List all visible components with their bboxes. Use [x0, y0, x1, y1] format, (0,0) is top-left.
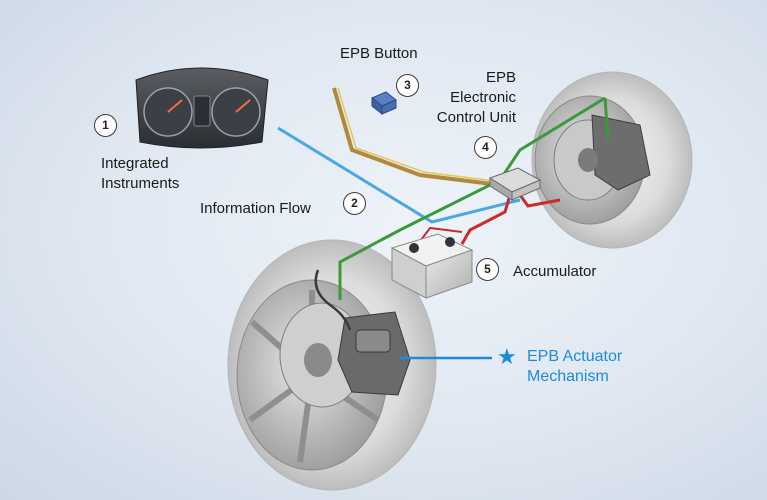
label-ecu-line-1: EPB	[485, 69, 516, 86]
label-epb-button: EPB Button	[340, 45, 418, 62]
front-wheel	[227, 239, 437, 491]
label-information-flow: Information Flow	[200, 200, 311, 217]
instrument-cluster	[135, 67, 269, 149]
network-wire	[338, 96, 606, 300]
marker-integrated-instruments: 1	[94, 114, 117, 137]
epb-control-unit	[488, 167, 542, 201]
marker-epb-button: 3	[396, 74, 419, 97]
star-icon: ★	[497, 344, 517, 369]
information-flow-line	[277, 126, 521, 224]
epb-button-harness	[332, 87, 501, 187]
label-accumulator: Accumulator	[513, 263, 597, 280]
label-integrated-line-1: Integrated	[101, 155, 169, 172]
accumulator-battery	[390, 233, 474, 299]
label-ecu-line-2: Electronic	[450, 89, 516, 106]
label-integrated-line-2: Instruments	[101, 175, 180, 192]
marker-epb-control-unit: 4	[474, 136, 497, 159]
epb-button-device	[371, 91, 397, 116]
marker-accumulator: 5	[476, 258, 499, 281]
label-epb-control-unit: EPB Electronic Control Unit	[412, 68, 516, 128]
label-ecu-line-3: Control Unit	[436, 109, 516, 126]
label-epb-actuator: EPB Actuator Mechanism	[527, 347, 622, 387]
label-actuator-line-2: Mechanism	[527, 368, 609, 385]
power-wire	[460, 194, 512, 245]
label-actuator-line-1: EPB Actuator	[527, 348, 623, 365]
label-integrated-instruments: Integrated Instruments	[101, 154, 179, 194]
rear-wheel	[531, 71, 693, 249]
marker-information-flow: 2	[343, 192, 366, 215]
